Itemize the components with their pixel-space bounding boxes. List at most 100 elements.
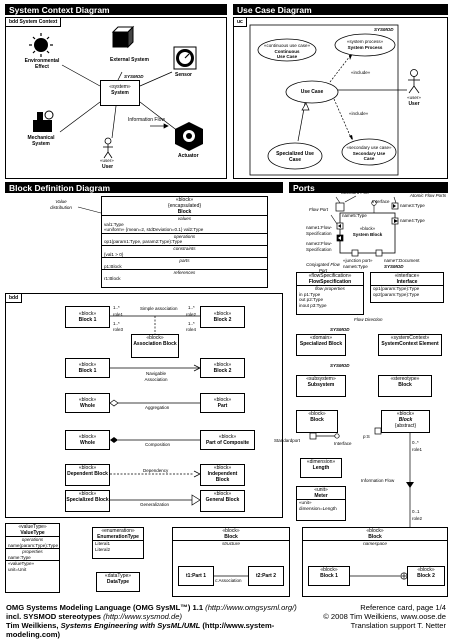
flow-spec-block[interactable]: «flowSpecification» FlowSpecification fl… — [296, 272, 364, 315]
system-process-uc[interactable]: «system process» System Process — [336, 39, 394, 50]
nav-block-1[interactable]: «block»Block 1 — [65, 358, 110, 378]
dependent-block[interactable]: «block»Dependent Block — [65, 464, 110, 486]
enum-lit1: Literal1 — [95, 541, 111, 546]
assoc-block-2[interactable]: «block»Block 2 — [200, 306, 245, 328]
agg-whole[interactable]: «block»Whole — [65, 393, 110, 413]
syscontext-stereo: «systemContext» — [390, 335, 430, 341]
footer-r3: Translation support T. Netter — [350, 621, 446, 630]
dimension-name: Length — [312, 465, 330, 471]
agg-part[interactable]: «block»Part — [200, 393, 245, 413]
abs-block-abstract: {abstract} — [394, 423, 417, 429]
op1: op1(param1:Type, param2:Type):Type — [104, 239, 183, 245]
association-block[interactable]: «block»Association Block — [131, 334, 179, 358]
independent-block[interactable]: «block»Independent Block — [200, 464, 245, 486]
unit-dim-stereo: «unit» — [299, 500, 312, 505]
subsystem-block[interactable]: «subsystem»Subsystem — [296, 375, 346, 397]
standard-block[interactable]: «block»Block — [296, 410, 338, 433]
datatype-block[interactable]: «dataType»DataType — [96, 572, 140, 592]
ext-system-label: External System — [110, 57, 149, 63]
role-4: role4 — [186, 327, 197, 332]
use-case-main[interactable]: Use Case — [300, 89, 324, 95]
specialized-name: Specialized Block — [66, 497, 109, 503]
sysmod-label-1: SYSMOD — [330, 327, 350, 332]
enum-stereo: «enumeration» — [101, 528, 135, 534]
footer-right: Reference card, page 1/4 © 2008 Tim Weil… — [318, 603, 446, 630]
nav-block-2[interactable]: «block»Block 2 — [200, 358, 245, 378]
context-system-block[interactable]: «system» System — [100, 80, 140, 106]
dimension-block[interactable]: «dimension»Length — [300, 458, 342, 478]
ports-sysmod-label: SYSMOD — [384, 264, 404, 269]
general-block[interactable]: «block»General Block — [200, 490, 245, 512]
name1-label: name1:Flow-Specification — [306, 225, 333, 236]
vt-name: ValueType — [20, 530, 45, 536]
domain-block[interactable]: «domain»Specialized Block — [296, 334, 346, 356]
comp-part[interactable]: «block»Part of Composite — [200, 430, 255, 450]
info-flow-label-right: Information Flow — [361, 478, 395, 483]
specialized-block[interactable]: «block»Specialized Block — [65, 490, 110, 512]
if-stereo: «interface» — [394, 273, 420, 279]
mult-label-right: 0..* — [412, 440, 419, 445]
mult-2: 1..* — [188, 305, 195, 310]
footer-line3c[interactable]: (http://www.system-modeling.com) — [6, 621, 275, 639]
stereotype-stereo: «stereotype» — [390, 376, 420, 382]
specialized-uc[interactable]: Specialized Use Case — [276, 151, 314, 163]
ports-system-block[interactable]: «block» System Block — [340, 226, 395, 237]
ports-block-name: System Block — [352, 231, 383, 237]
generalization-label: Generalization — [140, 502, 170, 507]
composition-label: Composition — [145, 442, 171, 447]
syscontext-block[interactable]: «systemContext»SystemContext Element — [378, 334, 442, 356]
role-3: role3 — [113, 327, 124, 332]
ns-block-2[interactable]: «block»Block 2 — [407, 566, 445, 586]
role1-label-right: role1 — [412, 447, 423, 452]
footer-line2b[interactable]: (http://www.sysmod.de) — [103, 612, 182, 621]
footer-left: OMG Systems Modeling Language (OMG SysML… — [6, 603, 316, 639]
user-label: User — [102, 164, 114, 170]
vt-op: name(param:Type):Type — [8, 542, 59, 548]
secondary-uc[interactable]: «secondary use case» Secondary Use Case — [342, 145, 396, 162]
system-process-stereo: «system process» — [346, 39, 384, 44]
interface-block[interactable]: «interface» Interface op1(param:Type):Ty… — [370, 272, 444, 303]
ref1: r1:Block — [104, 275, 121, 281]
secondary-uc-name: Secondary Use Case — [352, 150, 386, 162]
name3-label: name3:Type — [400, 203, 425, 208]
usecase-frame: uc — [233, 17, 448, 179]
assoc-block-1[interactable]: «block»Block 1 — [65, 306, 110, 328]
footer-r1: Reference card, page 1/4 — [360, 603, 446, 612]
ibd-stereo: «block» — [222, 528, 240, 534]
domain-stereo: «domain» — [310, 335, 332, 341]
vt2-unit: unit=Unit — [8, 566, 27, 572]
interface-port-label: Interface — [372, 199, 390, 204]
if-op2: op2(param:Type):Type — [373, 291, 420, 297]
fs-stereo: «flowSpecification» — [308, 273, 352, 279]
ibd-structure-heading: structure — [222, 541, 240, 546]
con1: {val1 > 0} — [104, 251, 124, 257]
comp-whole[interactable]: «block»Whole — [65, 430, 110, 450]
footer-line1b[interactable]: (http://www.omgsysml.org/) — [205, 603, 297, 612]
stereotype-block[interactable]: «stereotype»Block — [378, 375, 432, 397]
assoc-block-name: Association Block — [133, 341, 177, 347]
fs-name: FlowSpecification — [308, 279, 352, 285]
footer-line2a: incl. SYSMOD stereotypes — [6, 612, 101, 621]
abs-block-stereo: «block» — [396, 411, 415, 417]
nav-b1-name: Block 1 — [78, 368, 97, 374]
ns-block-1[interactable]: «block»Block 1 — [308, 566, 350, 586]
ibd-part1[interactable]: t1:Part 1 — [178, 566, 214, 586]
ibd-part2[interactable]: t2:Part 2 — [248, 566, 284, 586]
ibd-name: Block — [224, 534, 238, 540]
assoc-b2-stereo: «block» — [213, 311, 232, 317]
block-compartments[interactable]: «block» {encapsulated} Block values val1… — [101, 196, 268, 288]
abstract-block[interactable]: «block»Block{abstract} — [381, 410, 430, 433]
agg-part-name: Part — [217, 403, 228, 409]
general-stereo: «block» — [213, 491, 232, 497]
mech-system-label: Mechanical System — [27, 135, 55, 147]
continuous-uc[interactable]: «continuous use case» Continuous Use Cas… — [258, 43, 316, 60]
unit-block[interactable]: «unit»Meter«unit»dimension=Length — [296, 486, 346, 521]
sysmod-label-2: SYSMOD — [330, 363, 350, 368]
junction-label: «junction port» — [343, 258, 373, 263]
